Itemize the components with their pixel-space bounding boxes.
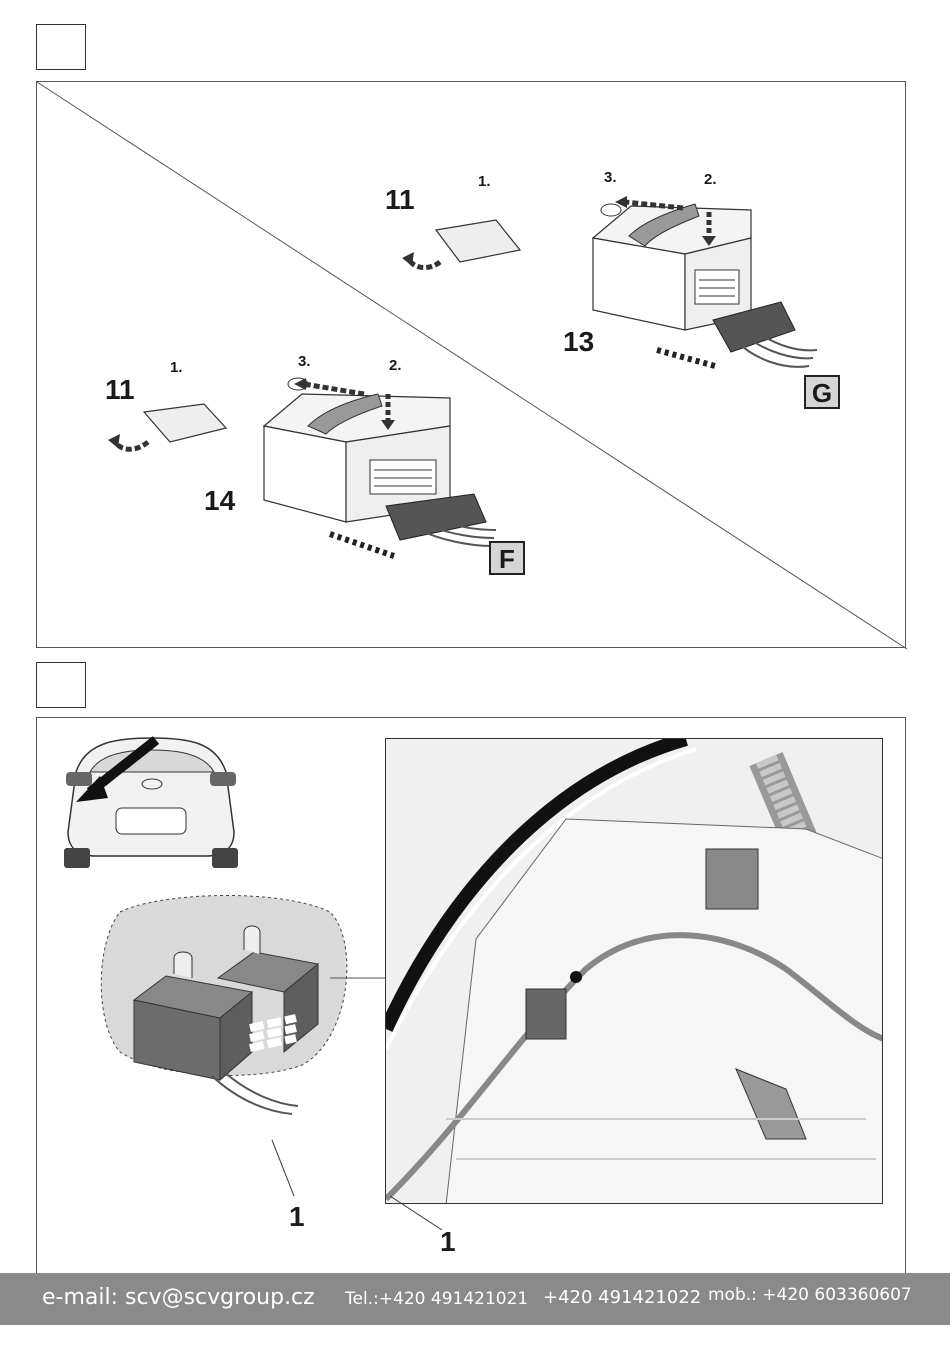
adhesive-pad-illustration-top [400,210,530,280]
step-1-label-left: 1. [170,360,183,375]
leader-line-1-left [268,1140,298,1200]
trunk-interior-image [385,738,883,1204]
contact-footer: e-mail: scv@scvgroup.cz Tel.:+420 491421… [0,1273,950,1325]
step-3-label-top: 3. [604,170,617,185]
footer-tel: Tel.:+420 491421021 [345,1289,528,1309]
adhesive-pad-illustration-left [104,400,234,460]
callout-1-left: 1 [289,1203,305,1231]
step-2-label-top: 2. [704,172,717,187]
footer-mobile: mob.: +420 603360607 [708,1285,912,1305]
callout-14: 14 [204,487,235,515]
step-number-box-1 [36,24,86,70]
connector-tag-g: G [804,375,840,409]
step-3-label-left: 3. [298,354,311,369]
step-2-label-left: 2. [389,358,402,373]
control-module-14 [260,370,500,570]
callout-11-left: 11 [105,376,135,404]
module-detail-bubble [100,892,350,1076]
footer-tel-2: +420 491421022 [543,1287,701,1308]
callout-13: 13 [563,328,594,356]
footer-email: e-mail: scv@scvgroup.cz [42,1285,315,1310]
car-rear-view-icon [56,732,246,872]
callout-11-top: 11 [385,186,415,214]
callout-1-right: 1 [440,1228,456,1256]
step-1-label-top: 1. [478,174,491,189]
control-module-13 [585,190,825,390]
step-number-box-2 [36,662,86,708]
trunk-interior-drawing [386,739,883,1204]
connector-tag-f: F [489,541,525,575]
